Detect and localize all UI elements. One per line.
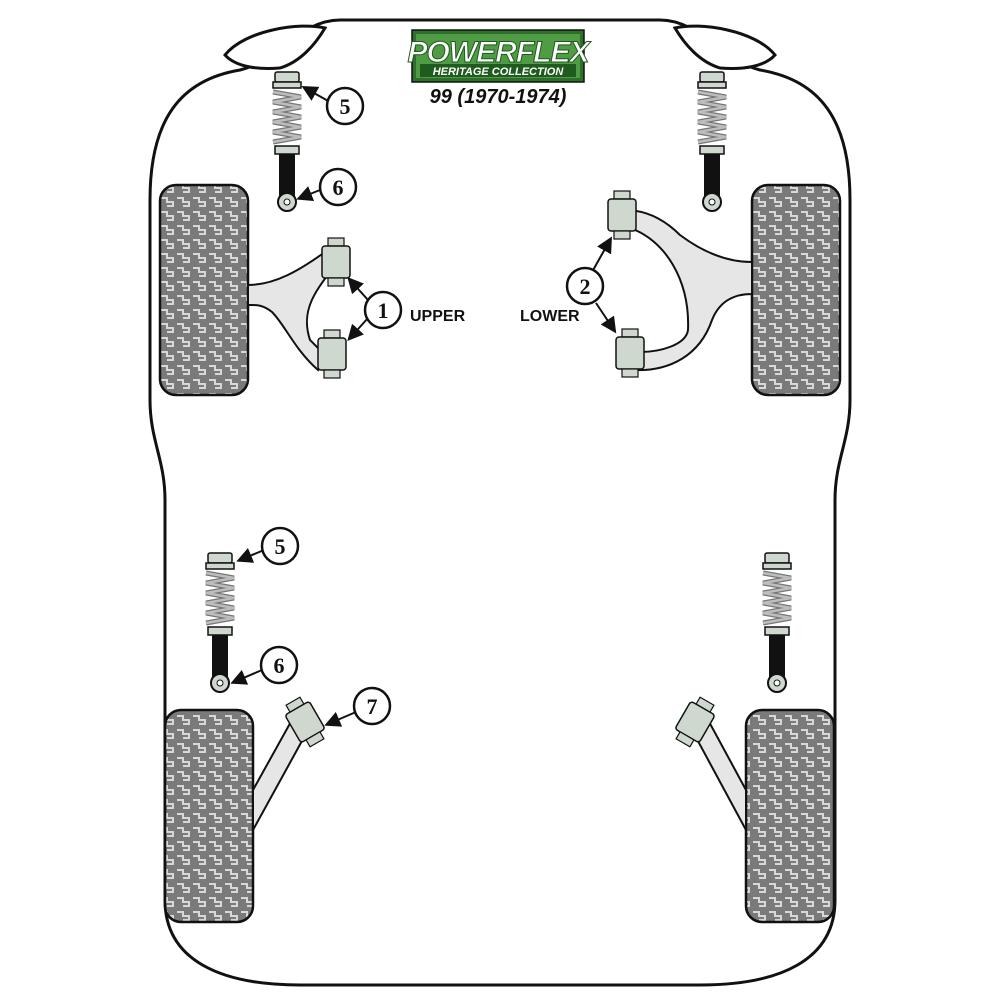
upper-wishbone-arm [247, 250, 342, 372]
tyre-rear-left [163, 708, 255, 924]
label-upper: UPPER [410, 308, 466, 325]
svg-text:6: 6 [333, 175, 344, 200]
svg-text:1: 1 [378, 298, 389, 323]
callout-5-front: 5 [325, 86, 365, 126]
callout-7: 7 [352, 686, 392, 726]
headlight-left [223, 24, 328, 70]
headlight-right [672, 24, 777, 70]
callout-2: 2 [565, 266, 605, 306]
callout-6-rear: 6 [259, 645, 299, 685]
svg-text:2: 2 [580, 274, 591, 299]
brand-name: POWERFLEX [407, 36, 591, 69]
svg-text:5: 5 [340, 94, 351, 119]
powerflex-logo: POWERFLEX HERITAGE COLLECTION [407, 29, 593, 83]
tyre-rear-right [744, 708, 836, 924]
model-title: 99 (1970-1974) [430, 86, 567, 108]
tyre-front-right [750, 183, 842, 397]
svg-text:6: 6 [274, 653, 285, 678]
callout-5-rear: 5 [260, 526, 300, 566]
callout-6-front: 6 [318, 167, 358, 207]
lower-wishbone-arm [623, 208, 753, 372]
brand-collection: HERITAGE COLLECTION [433, 66, 565, 78]
callout-1: 1 [363, 290, 403, 330]
tyre-front-left [158, 183, 250, 397]
svg-text:7: 7 [367, 694, 378, 719]
label-lower: LOWER [520, 308, 580, 325]
svg-text:5: 5 [275, 534, 286, 559]
